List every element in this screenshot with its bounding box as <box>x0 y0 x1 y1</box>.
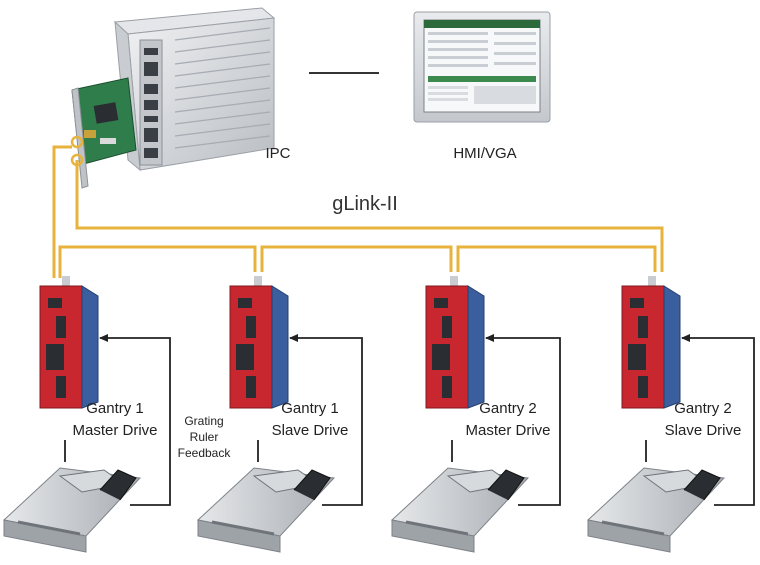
drive-1-label-line-1: Gantry 1 <box>86 400 144 417</box>
drive-2-label: Gantry 1 Slave Drive <box>250 398 370 442</box>
hmi-monitor-icon <box>413 11 551 123</box>
linear-stage-4-icon <box>586 467 726 553</box>
drive-1-label-line-2: Master Drive <box>72 422 158 439</box>
drive-4-label-line-1: Gantry 2 <box>674 400 732 417</box>
ipc-computer-icon <box>70 7 276 189</box>
feedback-label-line-3: Feedback <box>177 446 231 460</box>
glink-bus-cable <box>52 145 664 278</box>
linear-stage-3-icon <box>390 467 530 553</box>
grating-ruler-feedback-label: Grating Ruler Feedback <box>172 413 236 461</box>
drive-3-icon <box>425 276 485 409</box>
drive-2-label-line-2: Slave Drive <box>271 422 349 439</box>
linear-stage-2-icon <box>196 467 336 553</box>
feedback-label-line-2: Ruler <box>189 430 219 444</box>
drive-4-label-line-2: Slave Drive <box>664 422 742 439</box>
drive-1-icon <box>39 276 99 409</box>
drive-3-label: Gantry 2 Master Drive <box>443 398 573 442</box>
hmi-label: HMI/VGA <box>453 145 517 162</box>
linear-stage-1-icon <box>2 467 142 553</box>
ipc-label: IPC <box>265 145 291 162</box>
feedback-label-line-1: Grating <box>184 414 224 428</box>
drive-4-label: Gantry 2 Slave Drive <box>643 398 760 442</box>
drive-stage-links <box>64 440 647 462</box>
drive-3-label-line-2: Master Drive <box>465 422 551 439</box>
drive-4-icon <box>621 276 681 409</box>
feedback-arrows <box>99 334 755 506</box>
drive-3-label-line-1: Gantry 2 <box>479 400 537 417</box>
glink-label: gLink-II <box>332 193 398 215</box>
drive-1-label: Gantry 1 Master Drive <box>55 398 175 442</box>
drive-2-icon <box>229 276 289 409</box>
drive-2-label-line-1: Gantry 1 <box>281 400 339 417</box>
